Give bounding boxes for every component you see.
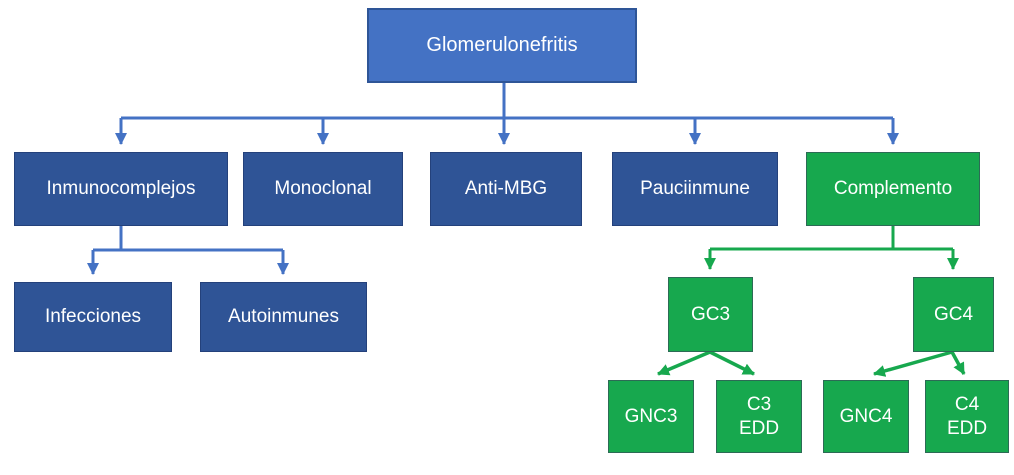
connector-complemento-children	[704, 226, 959, 270]
node-infecciones: Infecciones	[14, 282, 172, 352]
connector-gc4-children	[873, 350, 966, 377]
node-glomerulonefritis: Glomerulonefritis	[367, 8, 637, 83]
node-gc4: GC4	[913, 277, 994, 352]
node-c3-edd: C3 EDD	[716, 380, 802, 453]
node-gnc3: GNC3	[608, 380, 694, 453]
node-pauciinmune: Pauciinmune	[612, 152, 778, 226]
node-anti-mbg: Anti-MBG	[430, 152, 582, 226]
node-gnc4: GNC4	[823, 380, 909, 453]
node-complemento: Complemento	[806, 152, 980, 226]
connector-inmunocomplejos-children	[87, 226, 289, 275]
connector-gc3-children	[657, 350, 755, 376]
node-monoclonal: Monoclonal	[243, 152, 403, 226]
connector-root-to-level2	[115, 83, 899, 145]
node-gc3: GC3	[668, 277, 753, 352]
node-inmunocomplejos: Inmunocomplejos	[14, 152, 228, 226]
node-c4-edd: C4 EDD	[925, 380, 1009, 453]
node-autoinmunes: Autoinmunes	[200, 282, 367, 352]
